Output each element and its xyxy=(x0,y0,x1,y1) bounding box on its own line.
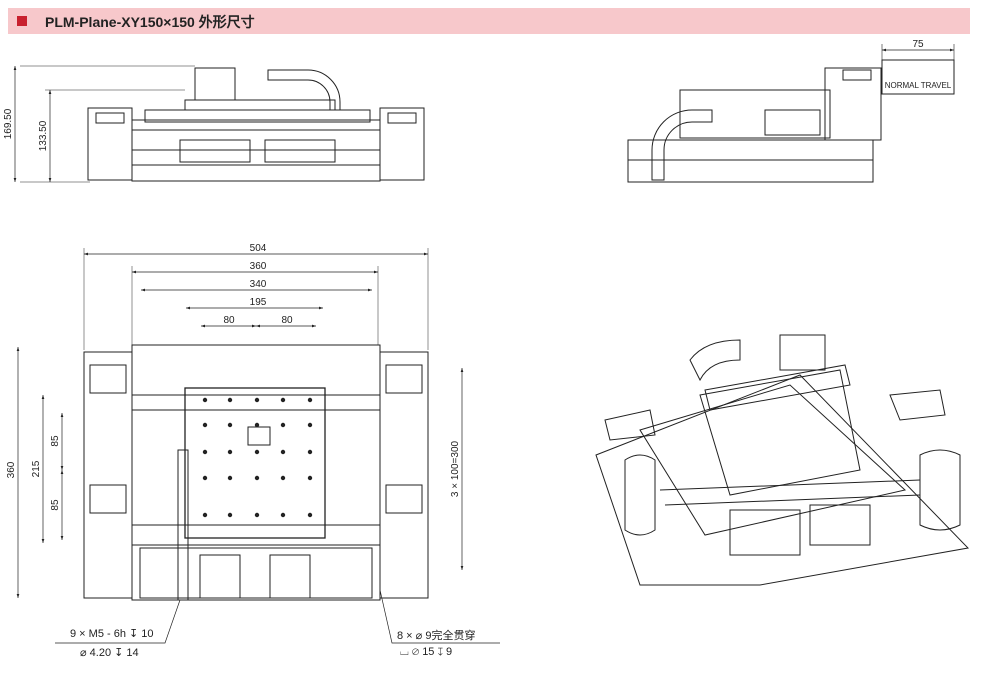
dim-85-top: 85 xyxy=(50,435,61,447)
hole xyxy=(254,449,260,455)
hole xyxy=(280,512,286,518)
hole-spec-line2: ⌴ ⌀ 15 ↧ 9 xyxy=(400,646,453,658)
travel-label: NORMAL TRAVEL xyxy=(885,81,952,90)
side-view xyxy=(627,44,955,183)
hole xyxy=(227,512,233,518)
dim-3x100: 3 × 100=300 xyxy=(450,440,461,497)
dim-360: 360 xyxy=(250,261,267,272)
front-view xyxy=(13,65,425,183)
dim-340: 340 xyxy=(250,279,267,290)
hole xyxy=(307,422,313,428)
dim-195: 195 xyxy=(250,297,267,308)
hole xyxy=(254,475,260,481)
hole xyxy=(280,475,286,481)
hole xyxy=(307,512,313,518)
hole xyxy=(280,397,286,403)
thread-spec-line2: ⌀ 4.20 ↧ 14 xyxy=(80,647,139,659)
thread-spec-line1: 9 × M5 - 6h ↧ 10 xyxy=(70,628,154,640)
hole xyxy=(254,512,260,518)
hole xyxy=(280,422,286,428)
hole xyxy=(227,397,233,403)
dim-215: 215 xyxy=(31,460,42,477)
dim-80-right: 80 xyxy=(281,315,293,326)
hole xyxy=(202,422,208,428)
hole xyxy=(202,475,208,481)
hole xyxy=(280,449,286,455)
hole xyxy=(307,449,313,455)
dim-travel: 75 xyxy=(912,39,924,50)
hole xyxy=(307,397,313,403)
top-view-dimensions xyxy=(16,248,500,644)
dim-169-50: 169.50 xyxy=(3,108,14,139)
dim-133-50: 133.50 xyxy=(38,120,49,151)
dim-80-left: 80 xyxy=(223,315,235,326)
dim-504: 504 xyxy=(250,243,267,254)
hole-spec-line1: 8 × ⌀ 9完全贯穿 xyxy=(397,630,476,642)
top-view xyxy=(83,344,429,601)
dim-left-360: 360 xyxy=(6,461,17,478)
hole xyxy=(227,449,233,455)
hole xyxy=(202,397,208,403)
hole xyxy=(307,475,313,481)
hole xyxy=(254,422,260,428)
hole xyxy=(202,512,208,518)
isometric-view xyxy=(595,334,970,586)
hole xyxy=(227,422,233,428)
section-title: PLM-Plane-XY150×150 外形尺寸 xyxy=(45,14,255,30)
hole xyxy=(254,397,260,403)
hole xyxy=(227,475,233,481)
dim-85-bottom: 85 xyxy=(50,499,61,511)
hole xyxy=(202,449,208,455)
red-square-icon xyxy=(17,16,27,26)
mounting-holes xyxy=(202,397,313,518)
section-header: PLM-Plane-XY150×150 外形尺寸 xyxy=(8,8,970,34)
